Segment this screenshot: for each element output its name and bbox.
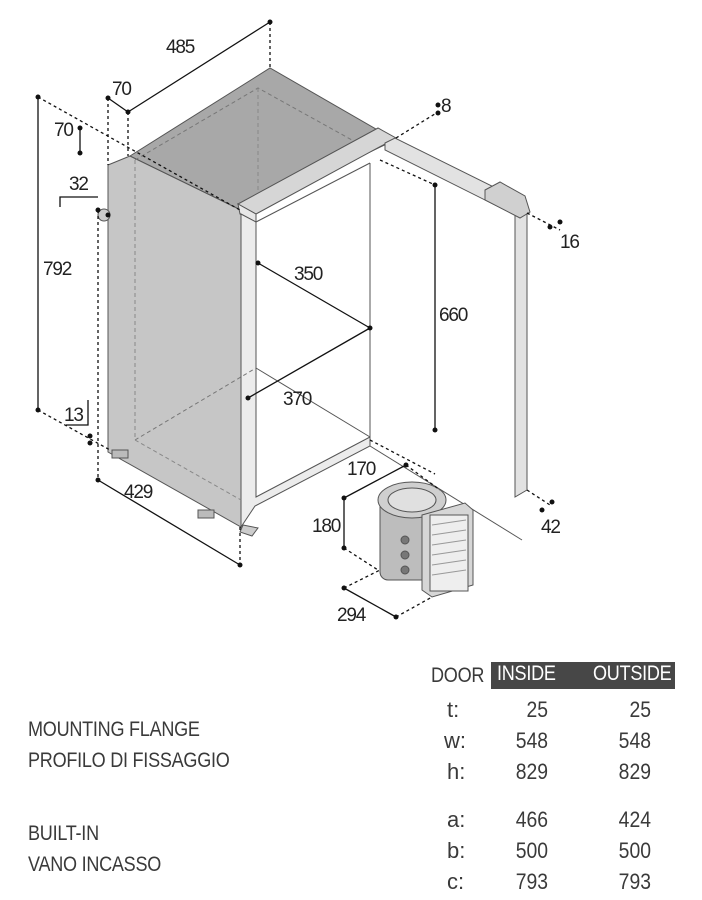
outside-value: 829	[618, 759, 651, 784]
mounting-flange-label: MOUNTING FLANGE	[28, 718, 200, 741]
built-in-label-it: VANO INCASSO	[28, 853, 162, 876]
mounting-flange-label-it: PROFILO DI FISSAGGIO	[28, 749, 230, 772]
dim-flange-height: 70	[54, 120, 73, 141]
dimension-labels: 485 70 70 8 32 792 16 350 660 370 13 429…	[43, 37, 581, 626]
outside-value: 424	[618, 807, 651, 832]
compressor-unit	[377, 481, 474, 598]
door-hinge	[484, 181, 531, 219]
row-label: c:	[447, 869, 465, 894]
dim-flange-thickness: 8	[441, 96, 451, 117]
header-outside: OUTSIDE	[593, 662, 672, 685]
row-label: t:	[447, 697, 460, 722]
outside-value: 793	[618, 869, 651, 894]
outside-value: 548	[618, 728, 651, 753]
header-inside: INSIDE	[497, 662, 556, 685]
door-header: DOOR	[431, 664, 485, 687]
fridge-isometric-drawing: 485 70 70 8 32 792 16 350 660 370 13 429…	[35, 19, 581, 626]
row-label: w:	[444, 728, 466, 753]
dim-compressor-depth: 294	[337, 605, 367, 626]
dim-foot: 13	[64, 405, 83, 426]
dim-depth: 429	[124, 482, 153, 503]
row-label: h:	[447, 759, 466, 784]
inside-value: 466	[515, 807, 548, 832]
dim-door-hinge: 16	[560, 232, 579, 253]
inside-value: 25	[526, 697, 548, 722]
dim-height: 792	[43, 259, 72, 280]
outside-value: 25	[629, 697, 651, 722]
front-frame	[240, 213, 371, 529]
dim-door-thickness: 42	[541, 517, 560, 538]
outside-value: 500	[618, 838, 651, 863]
fridge-cabinet	[97, 67, 531, 541]
dim-inner-width: 370	[283, 389, 312, 410]
row-label: a:	[447, 807, 466, 832]
dim-width-top: 485	[166, 37, 195, 58]
dim-inner-depth: 350	[294, 264, 323, 285]
inside-value: 829	[515, 759, 548, 784]
dim-compressor-width: 170	[347, 459, 376, 480]
dim-flange-offset: 70	[112, 79, 131, 100]
inside-value: 500	[515, 838, 548, 863]
inside-value: 793	[515, 869, 548, 894]
built-in-label: BUILT-IN	[28, 822, 99, 845]
table-header-bar	[491, 662, 675, 689]
dim-compressor-height: 180	[312, 516, 341, 537]
row-label: b:	[447, 838, 466, 863]
dim-inner-height: 660	[439, 305, 468, 326]
dimension-lines	[35, 19, 563, 620]
inside-value: 548	[515, 728, 548, 753]
side-panel	[107, 155, 246, 528]
dim-side-offset: 32	[69, 174, 88, 195]
